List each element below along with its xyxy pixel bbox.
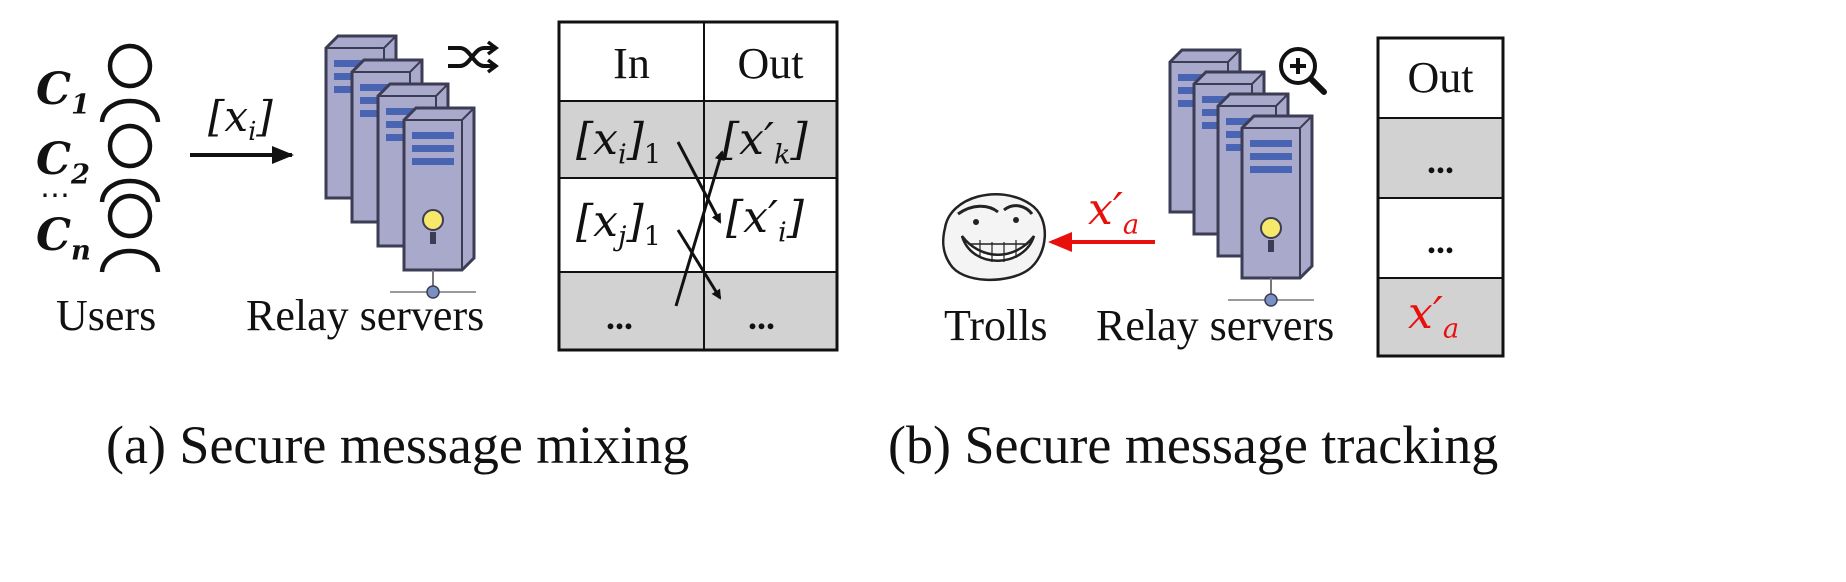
- table-in-cell: [xi]1: [576, 114, 662, 171]
- relay-servers-label-a: Relay servers: [246, 291, 485, 340]
- user-label-cn: Cn: [36, 210, 91, 267]
- tracking-table: [1376, 36, 1505, 358]
- tracking-table-cell-highlight: x′a: [1408, 288, 1460, 345]
- caption-a: (a) Secure message mixing: [106, 415, 690, 475]
- ellipsis: ⋯: [40, 179, 70, 212]
- person-icon: [102, 126, 158, 202]
- table-out-cell: [x′k]: [722, 114, 808, 171]
- server-stack-icon: [1168, 48, 1316, 308]
- user-label-c1: C1: [36, 64, 91, 121]
- table-header-in: In: [613, 39, 650, 88]
- table-out-cell: ...: [748, 297, 775, 337]
- relay-servers-label-b: Relay servers: [1096, 301, 1335, 350]
- table-header-out: Out: [737, 39, 804, 88]
- table-in-cell: ...: [606, 297, 633, 337]
- magnifier-plus-icon: [1279, 47, 1327, 95]
- mixing-table: [557, 20, 839, 352]
- arrow-label-xa: x′a: [1088, 184, 1140, 241]
- table-out-cell: [x′i]: [726, 192, 804, 249]
- tracking-table-cell: ...: [1427, 221, 1454, 261]
- trolls-label: Trolls: [944, 301, 1048, 350]
- shuffle-icon: [448, 40, 499, 74]
- caption-b: (b) Secure message tracking: [888, 415, 1499, 475]
- troll-face-icon: [941, 193, 1046, 281]
- person-icon: [102, 196, 158, 272]
- tracking-table-header-out: Out: [1407, 53, 1474, 102]
- tracking-table-cell: ...: [1427, 141, 1454, 181]
- table-in-cell: [xj]1: [576, 196, 661, 253]
- person-icon: [102, 46, 158, 122]
- arrow-label-xi: [xi]: [208, 92, 273, 148]
- users-label: Users: [56, 291, 157, 340]
- server-stack-icon: [324, 34, 478, 300]
- user-label-c2: C2: [36, 134, 91, 191]
